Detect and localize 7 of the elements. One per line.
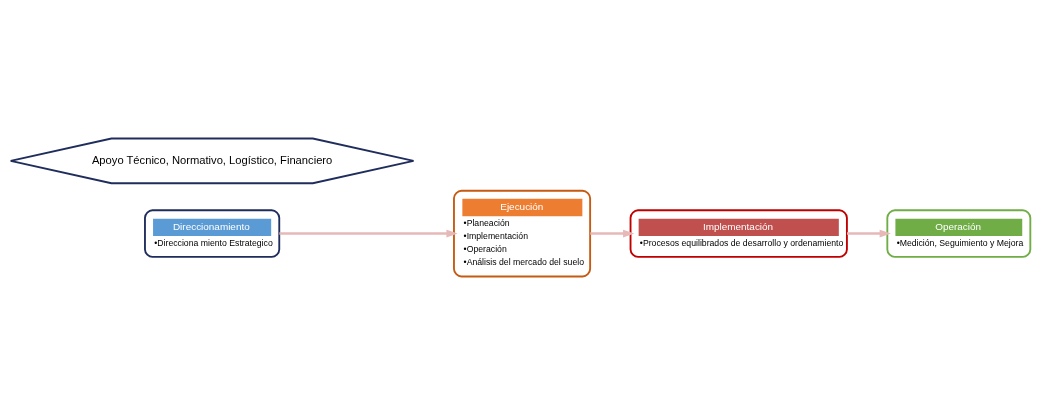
arrow <box>847 229 891 238</box>
node-box: Operación •Medición, Seguimiento y Mejora <box>886 209 1032 258</box>
node-box: Direccionamiento •Direcciona miento Estrategico <box>144 209 281 258</box>
arrow <box>590 229 635 238</box>
arrow <box>279 229 458 238</box>
node-box: Ejecución •Planeación •Implementación •Operación •Análisis del mercado del suelo <box>453 189 592 278</box>
node-box: Implementación •Procesos equilibrados de desarrollo y ordenamiento <box>629 209 848 258</box>
